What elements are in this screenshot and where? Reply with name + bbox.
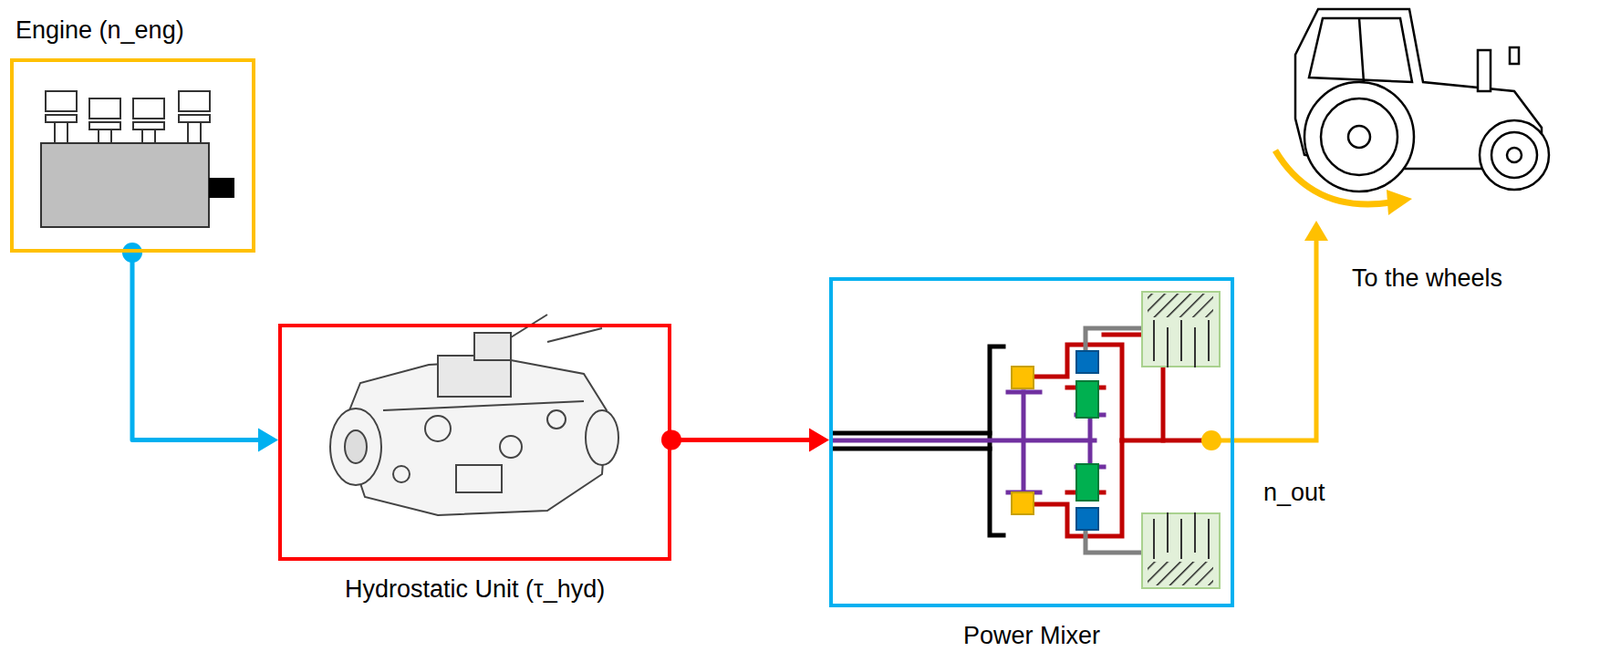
port-dot bbox=[122, 242, 143, 263]
output-label: To the wheels bbox=[1351, 264, 1503, 293]
arrow-head bbox=[809, 427, 830, 452]
node-label: Hydrostatic Unit (τ_hyd) bbox=[344, 575, 605, 604]
engine-illustration bbox=[41, 91, 235, 228]
power-mixer-box: Power Mixer bbox=[829, 277, 1235, 608]
shaft-connector bbox=[661, 427, 830, 452]
node-label: Power Mixer bbox=[963, 622, 1101, 651]
output-arrow bbox=[1201, 220, 1329, 451]
speed-label: n_out bbox=[1263, 478, 1326, 508]
arrow-head bbox=[258, 427, 279, 452]
planetary-schematic bbox=[831, 291, 1220, 589]
node-label: Engine (n_eng) bbox=[15, 16, 185, 45]
shaft-connector bbox=[122, 242, 279, 452]
connector-line bbox=[132, 252, 262, 440]
engine-box: Engine (n_eng) bbox=[10, 58, 256, 253]
hydrostatic-box: Hydrostatic Unit (τ_hyd) bbox=[278, 323, 672, 562]
port-dot bbox=[661, 429, 682, 450]
tractor-illustration bbox=[1275, 9, 1549, 216]
connector-line bbox=[671, 437, 813, 443]
pump-illustration bbox=[330, 314, 619, 516]
